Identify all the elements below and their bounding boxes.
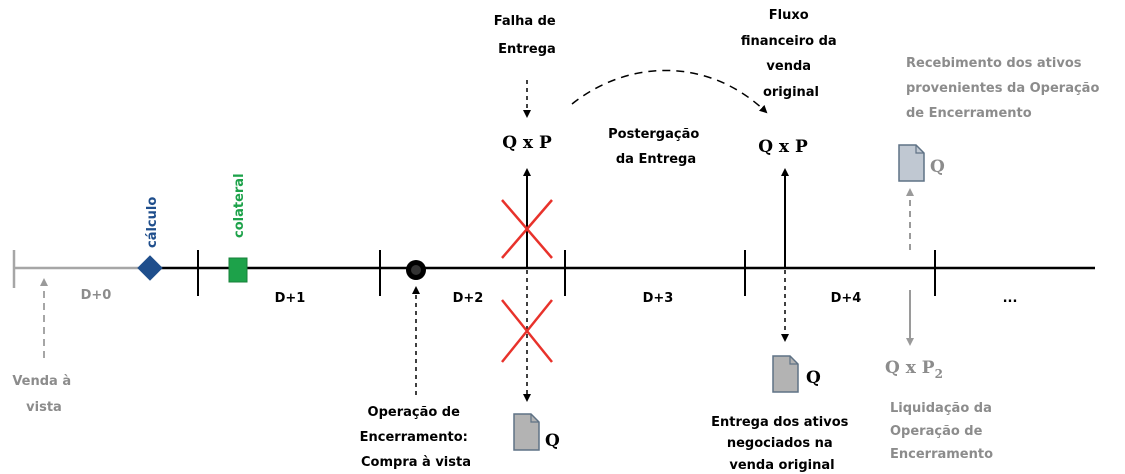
period-label-d4: D+4 <box>831 291 862 306</box>
calculation-label: cálculo <box>145 197 160 248</box>
delivered-asset-document-icon <box>772 355 799 393</box>
sale-label: Venda à vista <box>12 374 75 415</box>
period-label-d1: D+1 <box>275 291 306 306</box>
period-label-d0: D+0 <box>81 288 112 303</box>
failed-asset-document-fold <box>530 414 539 423</box>
collateral-square-marker <box>228 257 248 283</box>
delivery-failure-label: Falha de Entrega <box>494 14 561 57</box>
q-receipt-label: Q <box>930 157 945 177</box>
financial-flow-label: Fluxo financeiro da venda original <box>741 8 841 100</box>
receipt-label: Recebimento dos ativos provenientes da O… <box>906 56 1104 121</box>
q-failed-label: Q <box>545 431 560 451</box>
qxp-right-label: Q x P <box>758 137 808 157</box>
failed-delivery-cross-b <box>501 299 553 363</box>
failed-asset-document-icon <box>513 413 540 451</box>
failed-payment-cross-b <box>501 199 553 259</box>
closing-operation-dot-highlight <box>411 265 421 275</box>
q-delivery-label: Q <box>806 368 821 388</box>
postponement-label: Postergação da Entrega <box>608 127 704 167</box>
period-label-more: ... <box>1003 291 1018 306</box>
qxp-left-label: Q x P <box>502 133 552 153</box>
period-label-d3: D+3 <box>643 291 674 306</box>
postponement-curved-arrow <box>571 69 768 114</box>
settlement-label: Liquidação da Operação de Encerramento <box>890 401 996 462</box>
received-asset-document-fold <box>915 145 924 154</box>
calculation-diamond-marker <box>137 255 163 281</box>
closing-operation-label: Operação de Encerramento: Compra à vista <box>360 405 473 470</box>
qxp2-label: Q x P2 <box>885 358 943 381</box>
delivered-asset-document-fold <box>789 356 798 365</box>
received-asset-document-icon <box>898 144 925 182</box>
period-label-d2: D+2 <box>453 291 484 306</box>
collateral-label: colateral <box>232 173 247 238</box>
asset-delivery-label: Entrega dos ativos negociados na venda o… <box>711 415 853 473</box>
